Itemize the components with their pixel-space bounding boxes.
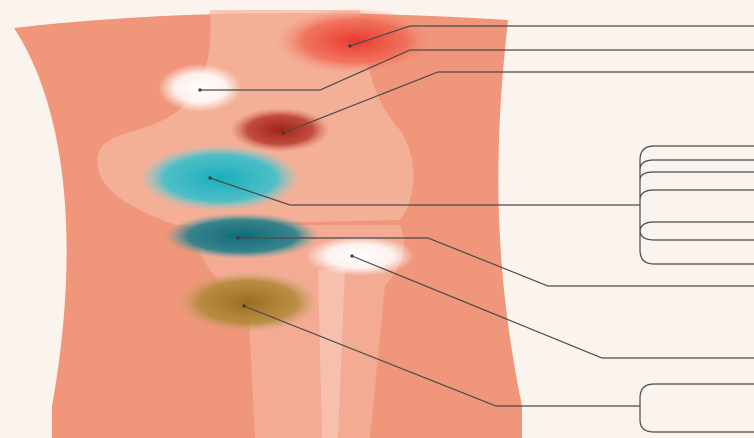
region-white-lower	[305, 236, 415, 276]
region-red-top	[275, 8, 435, 74]
region-olive	[178, 272, 318, 332]
bracket-cyan	[640, 146, 754, 264]
region-cyan	[140, 145, 300, 211]
bracket-olive	[640, 384, 754, 432]
region-dark-teal	[165, 213, 319, 259]
region-white-upper	[158, 64, 242, 112]
region-dark-red	[230, 108, 330, 152]
